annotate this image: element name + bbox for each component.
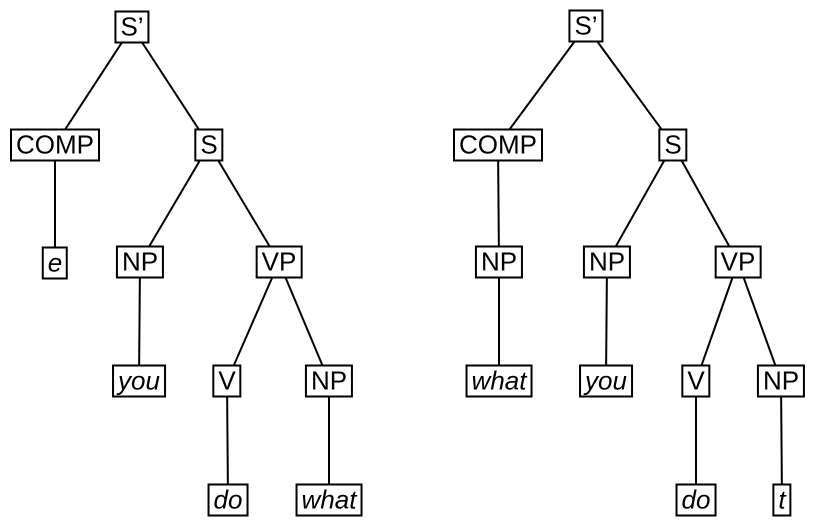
tree-edge-right-tree-np3-t bbox=[780, 380, 783, 501]
tree-node-left-tree-vp: VP bbox=[255, 245, 303, 279]
tree-node-left-tree-comp: COMP bbox=[10, 128, 100, 162]
tree-node-right-tree-what: what bbox=[465, 364, 533, 398]
tree-node-left-tree-do: do bbox=[207, 483, 249, 517]
tree-node-right-tree-np2: NP bbox=[582, 245, 632, 279]
tree-edge-right-tree-sbar-comp bbox=[497, 25, 587, 146]
tree-node-right-tree-np1: NP bbox=[474, 245, 524, 279]
tree-edge-left-tree-sbar-comp bbox=[54, 26, 133, 146]
tree-edge-right-tree-s-vp bbox=[672, 144, 739, 263]
tree-node-right-tree-v: V bbox=[681, 364, 711, 398]
tree-node-right-tree-do: do bbox=[675, 483, 717, 517]
tree-node-left-tree-np2: NP bbox=[304, 364, 354, 398]
tree-node-left-tree-s: S bbox=[194, 128, 224, 162]
tree-node-left-tree-what: what bbox=[295, 483, 363, 517]
tree-node-left-tree-v: V bbox=[212, 364, 242, 398]
tree-node-right-tree-np3: NP bbox=[756, 364, 806, 398]
tree-node-right-tree-you: you bbox=[579, 364, 633, 398]
tree-node-right-tree-comp: COMP bbox=[453, 128, 543, 162]
tree-edge-left-tree-vp-np2 bbox=[278, 261, 330, 382]
tree-node-left-tree-np1: NP bbox=[115, 245, 165, 279]
tree-edge-left-tree-sbar-s bbox=[131, 26, 210, 146]
tree-edge-left-tree-v-do bbox=[226, 380, 229, 501]
tree-edge-left-tree-vp-v bbox=[226, 261, 280, 382]
tree-node-left-tree-you: you bbox=[112, 364, 166, 398]
tree-edge-left-tree-s-np1 bbox=[139, 144, 210, 263]
tree-edge-left-tree-s-vp bbox=[208, 144, 280, 263]
tree-edge-right-tree-np2-you bbox=[605, 261, 608, 382]
tree-node-left-tree-sbar: S’ bbox=[114, 10, 150, 44]
tree-edge-right-tree-s-np2 bbox=[606, 144, 674, 263]
tree-edge-right-tree-vp-np3 bbox=[737, 261, 782, 382]
tree-edge-right-tree-vp-v bbox=[695, 261, 739, 382]
tree-node-right-tree-vp: VP bbox=[714, 245, 762, 279]
tree-node-right-tree-s: S bbox=[658, 128, 688, 162]
tree-edge-right-tree-sbar-s bbox=[585, 25, 674, 146]
tree-node-right-tree-t: t bbox=[772, 483, 792, 517]
tree-edge-right-tree-comp-np1 bbox=[497, 144, 500, 263]
tree-node-left-tree-e: e bbox=[41, 246, 69, 280]
tree-node-right-tree-sbar: S’ bbox=[568, 9, 604, 43]
tree-edge-left-tree-np1-you bbox=[138, 261, 141, 382]
